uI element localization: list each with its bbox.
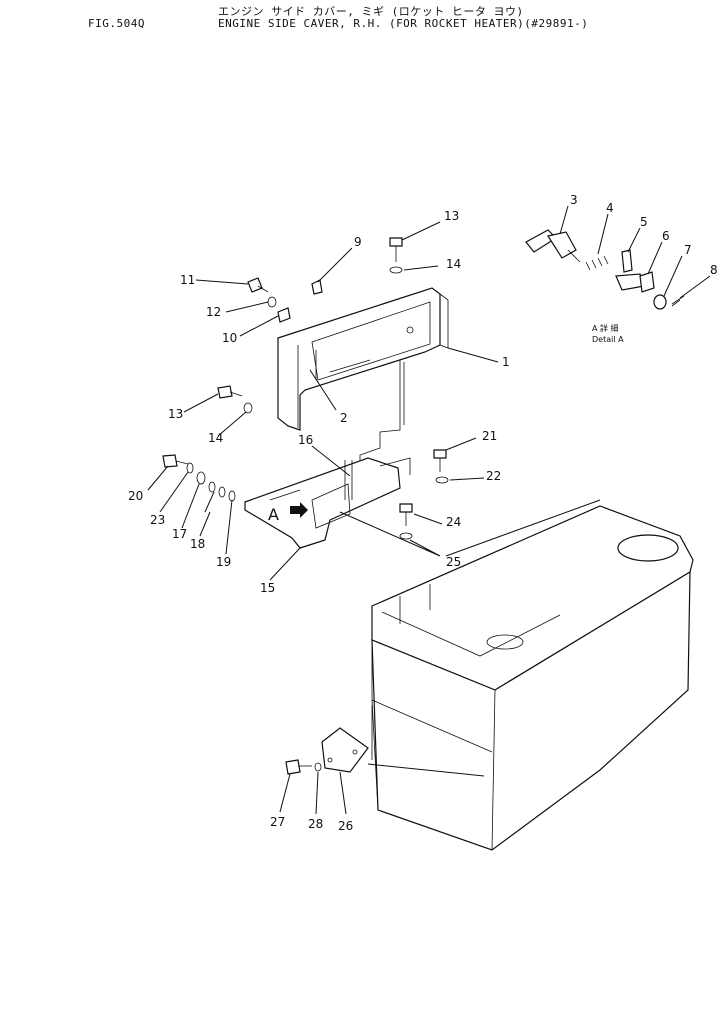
callout-8: 8 (710, 263, 718, 277)
view-arrow (290, 502, 308, 518)
title-english: ENGINE SIDE CAVER, R.H. (FOR ROCKET HEAT… (218, 17, 589, 30)
callout-18: 18 (190, 537, 205, 551)
callout-23: 23 (150, 513, 165, 527)
callout-12: 12 (206, 305, 221, 319)
callout-numbers: 1 2 3 4 5 6 7 8 9 10 11 12 13 13 14 14 1… (128, 193, 718, 833)
view-label-a: A (268, 505, 279, 524)
title-japanese: エンジン サイド カバー, ミギ (ロケット ヒータ ヨウ) (218, 5, 524, 18)
detail-label-jp: A 詳 細 (592, 323, 619, 333)
callout-20: 20 (128, 489, 143, 503)
callout-10: 10 (222, 331, 237, 345)
callout-13-left: 13 (168, 407, 183, 421)
callout-2: 2 (340, 411, 348, 425)
side-cover-lower (244, 457, 411, 549)
callout-26: 26 (338, 819, 353, 833)
callout-7: 7 (684, 243, 692, 257)
callout-14-left: 14 (208, 431, 223, 445)
callout-3: 3 (570, 193, 578, 207)
callout-6: 6 (662, 229, 670, 243)
detail-label-en: Detail A (592, 335, 624, 344)
callout-21: 21 (482, 429, 497, 443)
callout-4: 4 (606, 201, 614, 215)
callout-24: 24 (446, 515, 461, 529)
figure-number: FIG.504Q (88, 17, 145, 30)
callout-14-top: 14 (446, 257, 461, 271)
side-cover-upper (277, 287, 449, 470)
callout-19: 19 (216, 555, 231, 569)
callout-22: 22 (486, 469, 501, 483)
callout-25: 25 (446, 555, 461, 569)
cover-plate (321, 727, 369, 773)
callout-11: 11 (180, 273, 195, 287)
callout-1: 1 (502, 355, 510, 369)
engine-hood-body (371, 505, 694, 851)
callout-27: 27 (270, 815, 285, 829)
callout-5: 5 (640, 215, 648, 229)
leader-lines (147, 205, 711, 815)
callout-28: 28 (308, 817, 323, 831)
callout-15: 15 (260, 581, 275, 595)
callout-16: 16 (298, 433, 313, 447)
fasteners (162, 237, 449, 775)
callout-13-top: 13 (444, 209, 459, 223)
detail-a-parts (525, 229, 685, 310)
callout-9: 9 (354, 235, 362, 249)
callout-17: 17 (172, 527, 187, 541)
